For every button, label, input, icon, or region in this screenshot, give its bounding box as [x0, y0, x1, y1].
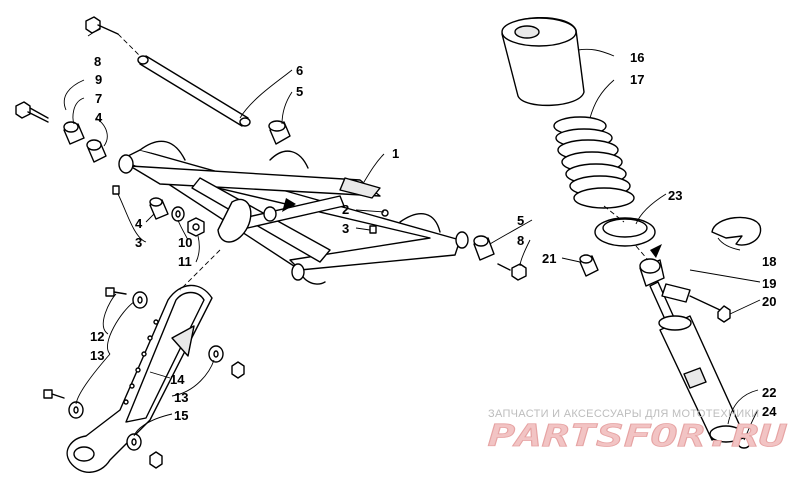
coil-spring-17 — [553, 116, 635, 209]
bolt-9 — [15, 101, 49, 123]
callout-16: 16 — [630, 50, 644, 65]
washer-10 — [171, 206, 185, 222]
top-bolt-8 — [85, 16, 119, 35]
bolt-20 — [689, 295, 731, 323]
nut-15-right — [231, 361, 245, 379]
callout-15: 15 — [174, 408, 188, 423]
callout-labels: 1 2 3 3 4 4 5 5 6 7 8 8 9 10 11 12 13 14… — [90, 50, 777, 423]
callout-17: 17 — [630, 72, 644, 87]
shock-absorber — [639, 258, 751, 449]
callout-8-right: 8 — [517, 233, 524, 248]
spacer-4-lower — [149, 197, 169, 220]
callout-12: 12 — [90, 329, 104, 344]
leader-line — [117, 33, 141, 57]
spring-seat-23 — [594, 217, 656, 247]
callout-18: 18 — [762, 254, 776, 269]
callout-13-lower: 13 — [174, 390, 188, 405]
leader-line — [179, 249, 221, 291]
leader-line — [603, 205, 625, 223]
callout-leaders — [63, 27, 761, 441]
callout-9: 9 — [95, 72, 102, 87]
screw-12-top — [105, 287, 127, 297]
callout-1: 1 — [392, 146, 399, 161]
grease-fitting-2 — [381, 209, 389, 217]
leader-line — [635, 245, 649, 261]
callout-21: 21 — [542, 251, 556, 266]
callout-3-right: 3 — [342, 221, 349, 236]
grease-fitting-3-right — [369, 225, 377, 234]
watermark-caption: ЗАПЧАСТИ И АКСЕССУАРЫ ДЛЯ МОТОТЕХНИКИ — [488, 408, 759, 420]
screw-12-bottom — [43, 389, 65, 399]
callout-4-lower: 4 — [135, 216, 143, 231]
bushing-5-right — [473, 235, 495, 261]
callout-2: 2 — [342, 202, 349, 217]
callout-7: 7 — [95, 91, 102, 106]
nut-11 — [187, 217, 205, 237]
callout-8-top: 8 — [94, 54, 101, 69]
callout-4-upper: 4 — [95, 110, 103, 125]
washer-13-top — [132, 291, 148, 309]
washer-13-bottom — [68, 401, 84, 419]
callout-11: 11 — [178, 254, 192, 269]
washer-13-lower — [126, 433, 142, 451]
direction-arrow-icon — [282, 198, 296, 212]
cross-shaft — [217, 195, 345, 243]
callout-19: 19 — [762, 276, 776, 291]
watermark-brand: PARTSFOR.RU — [488, 419, 787, 454]
callout-13-upper: 13 — [90, 348, 104, 363]
limiter-strap-14 — [66, 284, 213, 473]
washer-13-right — [208, 345, 224, 363]
spring-retainer-18 — [711, 216, 762, 246]
callout-24: 24 — [762, 404, 777, 419]
callout-23: 23 — [668, 188, 682, 203]
watermark: ЗАПЧАСТИ И АКСЕССУАРЫ ДЛЯ МОТОТЕХНИКИ PA… — [488, 408, 788, 454]
callout-20: 20 — [762, 294, 776, 309]
direction-arrow-icon — [650, 244, 662, 258]
callout-14: 14 — [170, 372, 185, 387]
bump-stop-16 — [501, 16, 585, 106]
pivot-shaft-6 — [137, 55, 251, 127]
callout-6: 6 — [296, 63, 303, 78]
bushing-19 — [661, 283, 691, 303]
bushing-21 — [579, 254, 599, 277]
bushing-4-left — [86, 139, 107, 163]
callout-22: 22 — [762, 385, 776, 400]
nut-15-lower — [149, 451, 163, 469]
grease-fitting-3-left — [112, 185, 120, 195]
bolt-8-right — [497, 263, 527, 281]
callout-3-left: 3 — [135, 235, 142, 250]
callout-5-upper: 5 — [296, 84, 303, 99]
callout-5-right: 5 — [517, 213, 524, 228]
callout-10: 10 — [178, 235, 192, 250]
bushing-5-top — [268, 120, 291, 145]
bushing-7 — [63, 121, 85, 145]
